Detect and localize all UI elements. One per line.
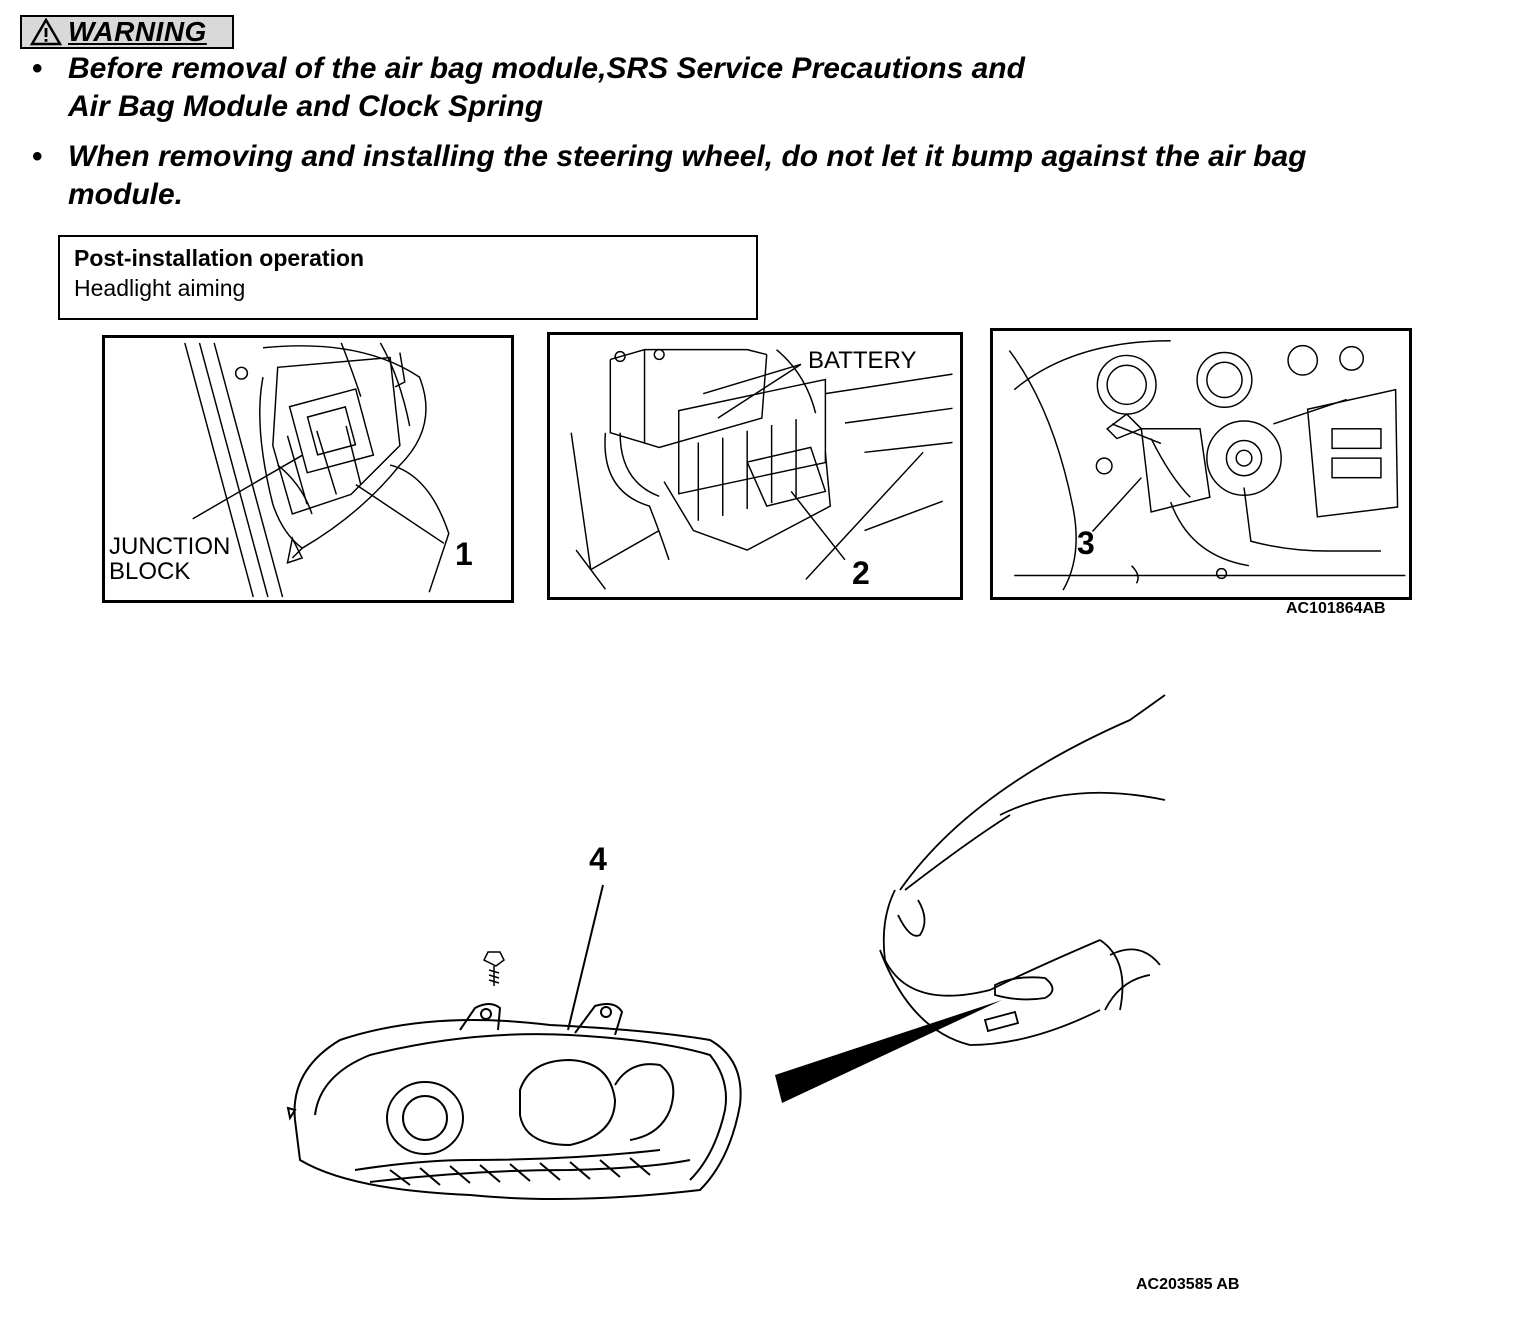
steering-column-drawing	[1008, 340, 1406, 591]
junction-block-label-line1: JUNCTION	[109, 533, 231, 560]
warning-list: Before removal of the air bag module,SRS…	[32, 50, 1482, 226]
steering-column-illustration: 3	[990, 328, 1412, 600]
callout-2: 2	[852, 555, 870, 591]
junction-block-drawing	[184, 342, 450, 598]
callout-3: 3	[1077, 525, 1095, 561]
warning-label: WARNING	[68, 16, 207, 47]
callout-4: 4	[589, 841, 607, 877]
junction-block-illustration: JUNCTION BLOCK 1	[102, 335, 514, 603]
junction-block-label-line2: BLOCK	[109, 558, 191, 585]
warning-item-line: When removing and installing the steerin…	[68, 140, 1307, 173]
callout-4-leader	[567, 884, 604, 1031]
mounting-bolt	[482, 951, 505, 986]
warning-triangle-icon	[30, 18, 62, 46]
post-installation-text: Headlight aiming	[74, 275, 246, 301]
warning-item-line: module.	[68, 178, 184, 211]
figure-code-top: AC101864AB	[1286, 600, 1386, 617]
headlight-assembly	[286, 1003, 742, 1200]
post-installation-heading: Post-installation operation	[74, 245, 365, 271]
relay-box-drawing	[570, 348, 953, 590]
location-pointer	[775, 1000, 1002, 1103]
headlight-assembly-illustration: 4	[286, 694, 1166, 1200]
warning-item-line: Air Bag Module and Clock Spring	[68, 90, 544, 123]
warning-item: When removing and installing the steerin…	[32, 138, 1482, 214]
figure-code-bottom: AC203585 AB	[1136, 1276, 1240, 1293]
callout-1: 1	[455, 536, 473, 572]
warning-badge: WARNING	[20, 15, 234, 49]
battery-label: BATTERY	[808, 347, 917, 374]
warning-item-line: Before removal of the air bag module,SRS…	[68, 52, 1025, 85]
car-front-view	[879, 694, 1166, 1046]
post-installation-box: Post-installation operation Headlight ai…	[58, 235, 758, 320]
battery-relay-box-illustration: BATTERY 2	[547, 332, 963, 600]
warning-item: Before removal of the air bag module,SRS…	[32, 50, 1482, 126]
junction-block-label: JUNCTION BLOCK	[109, 534, 230, 584]
